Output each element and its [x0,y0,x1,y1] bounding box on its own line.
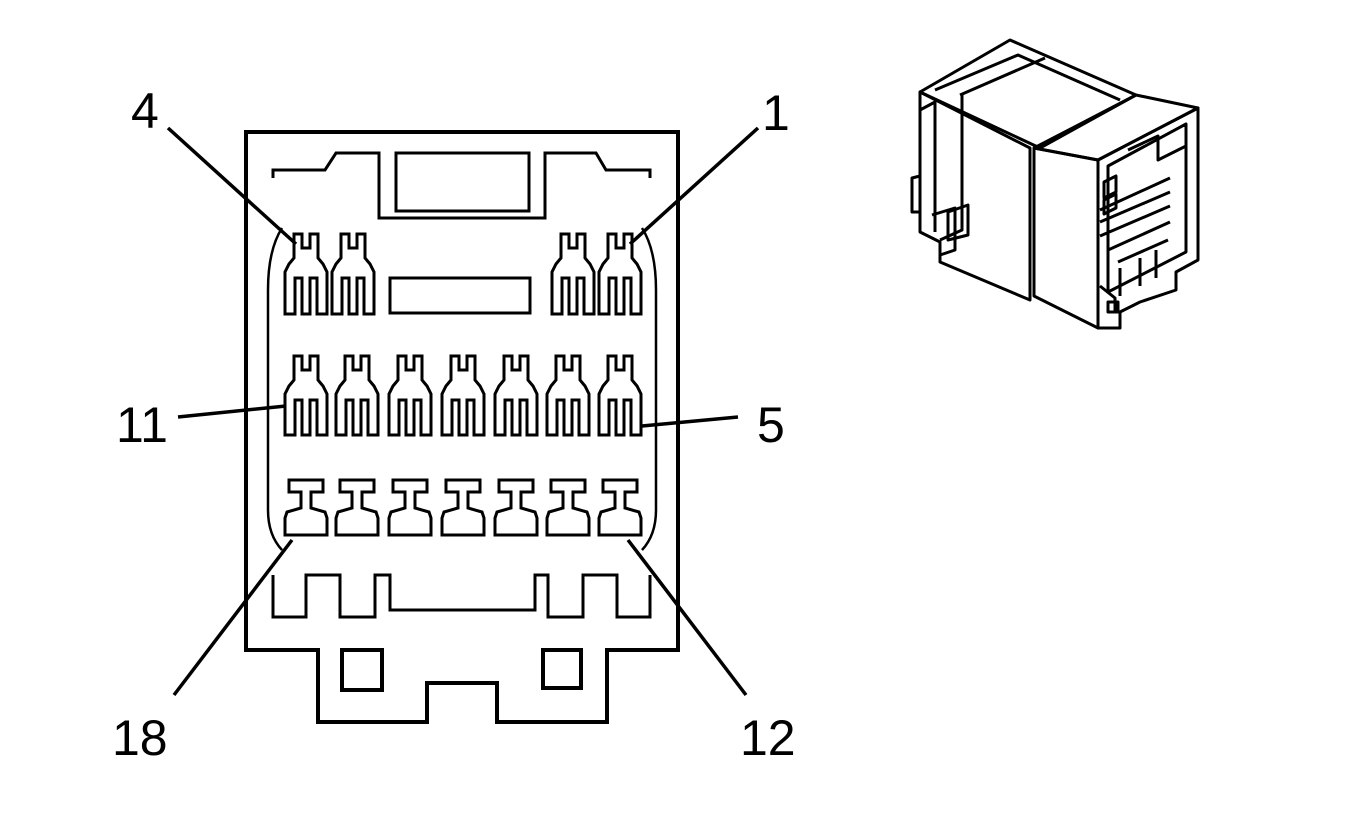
iso-body-left [918,90,1032,302]
cavity-bottom-4 [440,478,486,537]
iso-bottom-window [1106,300,1120,314]
leader-line-pin-11 [177,404,287,419]
cavity-bottom-1 [283,478,329,537]
iso-body-left-lock [931,206,957,257]
cavity-middle-6 [545,354,591,437]
cavity-bottom-3 [387,478,433,537]
right-guide-rail [640,227,658,551]
top-key-inner-outline [271,151,652,220]
pin-label-11: 11 [116,397,168,453]
connector-isometric-view [910,38,1200,330]
iso-shroud-front [1096,106,1200,330]
bottom-left-window [340,648,384,692]
pin-label-18: 18 [112,710,168,766]
cavity-row-top [283,232,643,316]
cavity-row-middle [283,354,643,437]
iso-cavities [1099,176,1171,312]
iso-body-left-slot [946,203,970,242]
bottom-right-window [541,648,583,690]
cavity-bottom-5 [493,478,539,537]
leader-line-pin-1 [628,126,760,246]
cavity-middle-4 [440,354,486,437]
iso-body-top-ridge [934,53,1121,102]
left-guide-rail [266,227,284,551]
cavity-middle-5 [493,354,539,437]
iso-shroud-side [1032,146,1100,330]
top-latch-window [394,151,531,213]
cavity-bottom-2 [334,478,380,537]
cavity-top-4 [597,232,643,316]
cavity-middle-3 [387,354,433,437]
leader-line-pin-12 [626,538,748,697]
center-blank-slot [388,276,532,315]
cavity-top-1 [283,232,329,316]
cavity-middle-7 [597,354,643,437]
pin-label-4: 4 [131,83,159,139]
pin-label-12: 12 [740,710,796,766]
cavity-middle-2 [334,354,380,437]
iso-body-top-ridge-2 [959,56,1046,97]
leader-line-pin-5 [641,415,739,428]
cavity-top-2 [330,232,376,316]
leader-line-pin-4 [166,126,298,246]
iso-shroud-inner-2 [1127,134,1187,162]
iso-body-left-latch [910,174,922,214]
cavity-bottom-6 [545,478,591,537]
iso-cavities-small [1102,174,1118,216]
cavity-top-3 [550,232,596,316]
pin-label-1: 1 [762,85,790,141]
connector-face-view: 4 1 11 5 18 12 [112,83,796,766]
cavity-middle-1 [283,354,329,437]
housing-outline [244,130,680,724]
bottom-key-outline [271,573,652,619]
leader-line-pin-18 [172,538,294,697]
cavity-bottom-7 [597,478,643,537]
pin-label-5: 5 [757,397,785,453]
cavity-row-bottom [283,478,643,537]
